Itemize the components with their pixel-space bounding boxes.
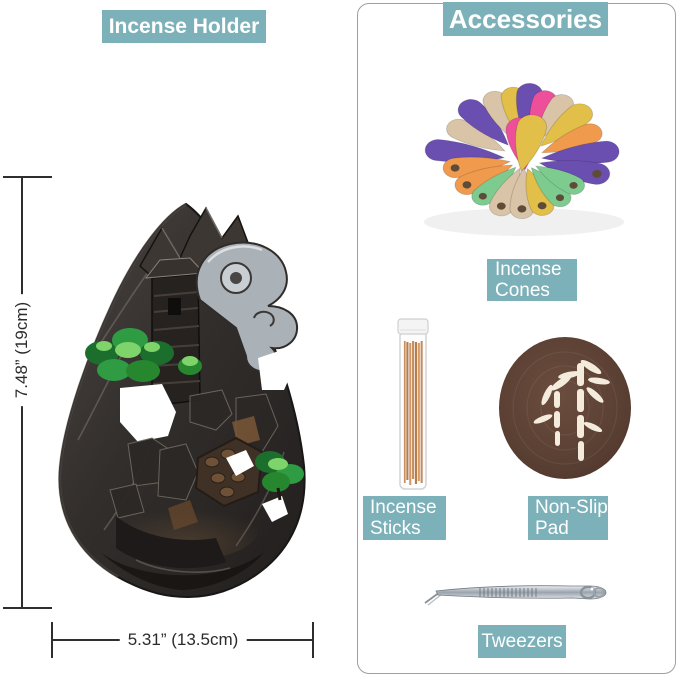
incense-cones-photo	[424, 82, 624, 236]
non-slip-pad-label: Non-Slip Pad	[528, 496, 608, 540]
height-dimension-tick-top	[3, 176, 52, 178]
accessories-title: Accessories	[443, 2, 608, 36]
width-dimension-tick-right	[312, 622, 314, 658]
incense-holder-photo	[58, 202, 306, 599]
incense-holder-title: Incense Holder	[102, 10, 266, 43]
label-line: Sticks	[370, 518, 421, 539]
incense-sticks-label: Incense Sticks	[363, 496, 446, 540]
label-line: Incense	[370, 497, 437, 518]
non-slip-pad-photo	[499, 337, 631, 479]
label-line: Cones	[495, 280, 550, 301]
width-dimension-label: 5.31” (13.5cm)	[119, 628, 247, 652]
label-line: Incense	[495, 259, 562, 280]
label-line: Pad	[535, 518, 569, 539]
tweezers-label: Tweezers	[478, 625, 566, 658]
height-dimension-tick-bottom	[3, 607, 52, 609]
width-dimension-tick-left	[51, 622, 53, 658]
height-dimension-label: 7.48” (19cm)	[10, 293, 34, 407]
label-line: Non-Slip	[535, 497, 608, 518]
incense-cones-label: Incense Cones	[487, 259, 577, 301]
incense-sticks-photo	[397, 318, 429, 490]
tweezers-photo	[424, 585, 607, 606]
